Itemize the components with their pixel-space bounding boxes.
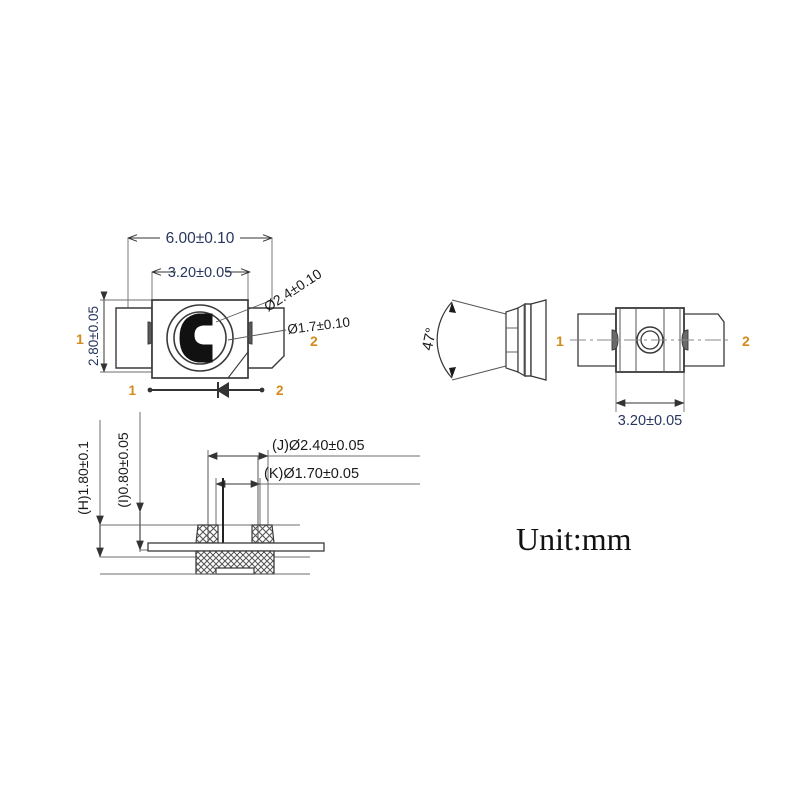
side-view-pin-label-2: 2 [742,333,750,349]
top-view-pin-label-1: 1 [76,331,84,347]
dim-side-body-width: 3.20±0.05 [615,372,685,429]
angle-arrow-top [449,302,456,313]
dim-overall-height: 2.80±0.05 [86,291,108,373]
dim-overall-height-text: 2.80±0.05 [86,306,101,366]
angle-arc [436,301,453,379]
dim-height-I-text: (I)0.80±0.05 [115,432,131,508]
dim-dia-K-text: (K)Ø1.70±0.05 [264,466,359,482]
top-view-extension-lines [100,238,273,373]
lens-aperture-shape [179,313,213,363]
top-view-pin-label-2: 2 [310,333,318,349]
polarity-label-1: 1 [128,383,136,398]
top-view-body-chamfer [227,351,249,379]
angle-view-body [505,299,547,381]
dim-dia-K: (K)Ø1.70±0.05 [215,466,420,528]
polarity-label-2: 2 [276,383,284,398]
dim-body-width-text: 3.20±0.05 [168,265,232,281]
angle-view: 47° 1 [419,299,602,381]
section-flange-plate [147,542,325,552]
top-view-right-lead [245,307,285,369]
section-view: (H)1.80±0.1 (I)0.80±0.05 (J)Ø2.40±0.05 (… [75,412,420,575]
top-view-leaders [215,299,287,341]
dim-dia-J-text: (J)Ø2.40±0.05 [272,438,365,454]
dim-body-width: 3.20±0.05 [152,265,250,281]
section-left-post [195,524,219,544]
angle-arrow-bottom [449,367,456,378]
dim-height-I: (I)0.80±0.05 [115,412,144,552]
side-view: 1 2 3.20±0.05 [556,307,750,429]
dim-height-H: (H)1.80±0.1 [75,420,104,558]
section-bottom-notch [215,567,255,575]
polarity-indicator: 1 2 [128,382,284,398]
angle-value-text: 47° [419,326,440,352]
dim-overall-length: 6.00±0.10 [128,230,272,247]
dim-overall-length-text: 6.00±0.10 [166,230,235,247]
unit-note: Unit:mm [516,521,632,557]
angle-leader-lines [451,299,507,381]
section-right-post [251,524,275,544]
side-view-pin-label-1: 1 [556,333,564,349]
dim-side-body-width-text: 3.20±0.05 [618,413,682,429]
top-view-left-lead [115,307,155,369]
section-body [100,456,325,575]
dim-height-H-text: (H)1.80±0.1 [75,441,91,515]
